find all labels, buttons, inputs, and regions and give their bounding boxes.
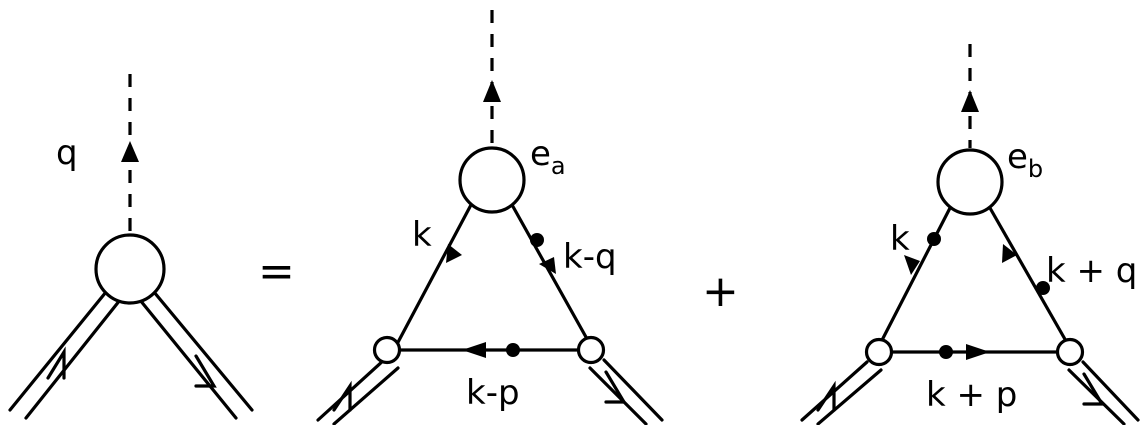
- right-bottom-label: k + p: [926, 375, 1017, 415]
- middle-external-leg-left: [316, 358, 400, 425]
- left-external-leg-left: [8, 290, 122, 420]
- right-left-arrow: [904, 255, 920, 275]
- middle-left-vertex: [372, 335, 402, 365]
- middle-vertex-label: ea: [530, 134, 566, 180]
- left-vertex-blob: [94, 233, 166, 305]
- right-right-arrow: [1002, 244, 1017, 263]
- right-top-vertex-blob: [936, 148, 1004, 216]
- right-external-leg-right: [1067, 360, 1140, 425]
- right-leg-arrow-left: [816, 380, 836, 412]
- right-right-vertex: [1055, 337, 1085, 367]
- right-left-dot: [927, 232, 941, 246]
- middle-right-arrow: [539, 257, 556, 274]
- middle-photon-arrow: [483, 80, 501, 102]
- left-photon-arrow: [121, 141, 139, 162]
- middle-diagram: ea k k-q k-p: [316, 10, 664, 425]
- right-bottom-arrow: [966, 344, 990, 360]
- middle-right-dot: [530, 233, 544, 247]
- middle-top-vertex-blob: [458, 146, 526, 214]
- right-right-leg-label: k + q: [1046, 251, 1137, 291]
- middle-left-leg-label: k: [412, 215, 432, 255]
- right-right-propagator: [988, 206, 1072, 350]
- middle-leg-arrow-right: [604, 370, 627, 404]
- middle-left-arrow: [446, 244, 462, 263]
- left-leg-arrow-left: [46, 346, 66, 380]
- right-left-vertex: [864, 337, 894, 367]
- right-right-dot: [1036, 281, 1050, 295]
- right-left-propagator: [876, 206, 952, 350]
- middle-leg-arrow-left: [332, 380, 352, 412]
- left-momentum-label: q: [56, 133, 78, 173]
- middle-bottom-label: k-p: [466, 373, 520, 413]
- middle-left-propagator: [394, 201, 474, 348]
- plus-sign: +: [702, 266, 739, 317]
- right-diagram: eb k k + q k + p: [800, 44, 1140, 425]
- middle-right-leg-label: k-q: [563, 237, 617, 277]
- middle-right-propagator: [509, 201, 593, 348]
- left-diagram: q: [8, 74, 254, 420]
- right-left-leg-label: k: [890, 219, 910, 259]
- equals-sign: =: [258, 246, 295, 297]
- middle-bottom-arrow: [462, 342, 486, 358]
- left-leg-arrow-right: [194, 354, 217, 388]
- left-external-leg-right: [138, 290, 254, 420]
- right-leg-arrow-right: [1082, 372, 1105, 406]
- middle-external-leg-right: [588, 358, 664, 425]
- middle-bottom-dot: [506, 343, 520, 357]
- right-photon-arrow: [961, 90, 979, 112]
- right-bottom-dot: [939, 345, 953, 359]
- right-vertex-label: eb: [1007, 137, 1043, 183]
- middle-right-vertex: [576, 335, 606, 365]
- right-external-leg-left: [800, 360, 883, 425]
